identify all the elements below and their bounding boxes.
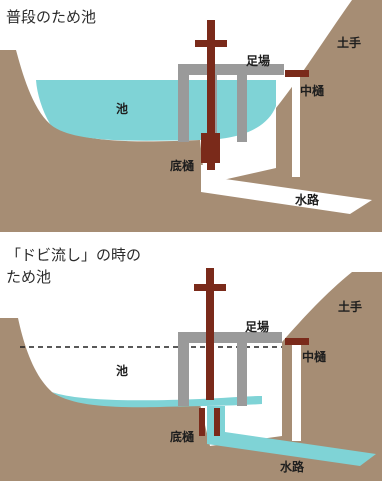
scaffold-structure	[178, 332, 282, 406]
middle-pipe	[285, 70, 309, 77]
earth-cross-section	[0, 272, 382, 481]
diagram-dobi-flush-pond: 「ドビ流し」の時の ため池 土手 足場 中樋 池 底樋 水路	[0, 238, 382, 481]
normal-pond-illustration	[0, 0, 382, 232]
middle-pipe	[285, 338, 309, 345]
drained-pond-area	[38, 346, 282, 405]
label-bottom-pipe: 底樋	[170, 430, 195, 444]
diagram-normal-pond: 普段のため池 土手 足場 中樋 池 底樋 水路	[0, 0, 382, 232]
middle-pipe-channel	[292, 77, 300, 177]
wooden-plug	[194, 268, 226, 436]
label-scaffold: 足場	[245, 320, 270, 334]
dobi-flush-illustration	[0, 268, 382, 481]
label-pond: 池	[116, 364, 129, 378]
diagram-title: 「ドビ流し」の時の ため池	[6, 246, 142, 286]
wooden-plug	[195, 20, 227, 170]
middle-pipe-channel	[292, 345, 301, 441]
diagram-title: 普段のため池	[6, 8, 97, 26]
label-waterway: 水路	[280, 460, 305, 474]
earth-cross-section	[0, 0, 382, 232]
label-middle-pipe: 中樋	[300, 84, 325, 98]
drainage-channel-water	[207, 406, 376, 466]
label-embankment: 土手	[338, 300, 363, 314]
label-scaffold: 足場	[246, 54, 271, 68]
label-pond: 池	[116, 102, 129, 116]
label-bottom-pipe: 底樋	[170, 159, 195, 173]
label-middle-pipe: 中樋	[302, 350, 327, 364]
label-waterway: 水路	[295, 193, 320, 207]
label-embankment: 土手	[337, 36, 362, 50]
drainage-channel	[201, 165, 372, 214]
pond-water-remaining	[52, 392, 262, 408]
